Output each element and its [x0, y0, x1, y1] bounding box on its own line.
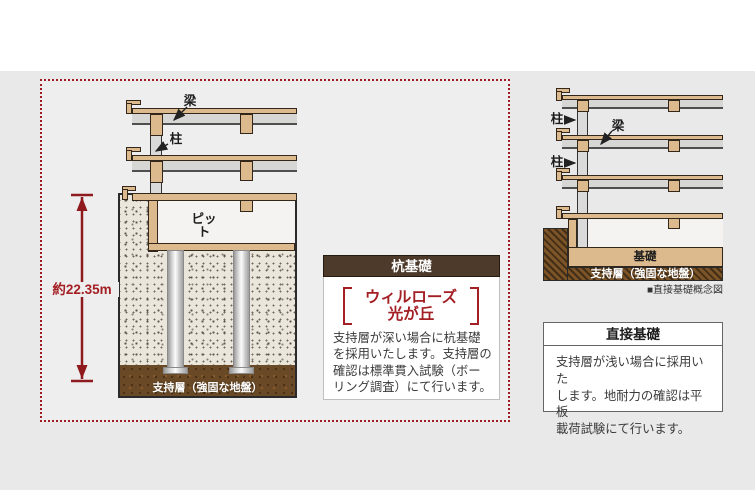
diagram-caption: ■直接基礎概念図: [646, 285, 723, 296]
beam-stub: [150, 114, 163, 136]
brand-name-block: ウィルローズ 光が丘: [343, 287, 479, 325]
floor-slab: [132, 108, 297, 114]
direct-foundation-description: 支持層が浅い場合に採用いた します。地耐力の確認は平板 載荷試験にて行います。: [556, 354, 714, 438]
beam-stub: [240, 161, 253, 181]
ground-hatch-block: [543, 228, 568, 281]
direct-foundation-box-title: 直接基礎: [544, 323, 722, 346]
pile-flange: [229, 367, 254, 374]
support-layer-label: 支持層（強固な地盤）: [152, 382, 263, 394]
description-line: を採用いたします。支持層の: [333, 347, 492, 362]
slab-parapet-hook: [126, 150, 132, 161]
brand-name: ウィルローズ 光が丘: [353, 289, 469, 323]
pillar-label: 柱: [550, 155, 564, 169]
floor-slab: [562, 95, 723, 100]
slab-parapet-hook: [556, 209, 562, 219]
beam-stub: [577, 140, 589, 152]
floor-slab-depth: [562, 180, 723, 189]
slab-parapet-hook: [556, 206, 570, 211]
slab-parapet-hook: [556, 131, 562, 141]
slab-parapet-hook: [126, 147, 141, 152]
ground-section: 支持層（強固な地盤）: [118, 193, 297, 398]
foundation-wall: [568, 219, 577, 248]
beam-stub: [668, 218, 680, 229]
beam-stub: [668, 140, 680, 152]
bearing-stratum: [567, 267, 723, 281]
slab-parapet-hook: [556, 88, 570, 93]
pit-cavity: [157, 200, 295, 243]
description-line: 確認は標準貫入試験（ボー: [333, 363, 481, 378]
pile: [167, 250, 184, 373]
direct-foundation-box: 直接基礎 支持層が浅い場合に採用いた します。地耐力の確認は平板 載荷試験にて行…: [543, 322, 723, 436]
slab-parapet-hook: [556, 171, 562, 181]
description-line: します。地耐力の確認は平板: [556, 388, 703, 420]
pile-foundation-box-title: 杭基礎: [323, 255, 500, 277]
floor-slab: [132, 155, 297, 161]
floor-slab-depth: [562, 100, 723, 109]
slab-parapet-hook: [126, 100, 141, 105]
pit-label: ピット: [191, 212, 217, 239]
description-line: 支持層が浅い場合に採用いた: [556, 355, 704, 386]
floor-slab-depth: [132, 114, 297, 125]
description-line: 支持層が深い場合に杭基礎: [333, 331, 481, 345]
foundation-slab: [568, 247, 723, 267]
foundation-label: 基礎: [633, 251, 657, 263]
beam-stub: [668, 100, 680, 112]
basement-cavity: [576, 219, 723, 247]
beam-stub: [577, 100, 589, 112]
brand-name-line2: 光が丘: [387, 306, 435, 323]
beam-stub: [150, 161, 163, 183]
pit-floor: [148, 243, 295, 251]
beam-stub: [577, 180, 589, 192]
beam-label: 梁: [611, 119, 625, 133]
brand-name-line1: ウィルローズ: [364, 289, 458, 306]
pile-foundation-box: 杭基礎 ウィルローズ 光が丘 支持層が深い場合に杭基礎 を採用いたします。支持層…: [323, 255, 500, 400]
left-bracket-decoration: [343, 287, 352, 325]
beam-label: 梁: [183, 94, 197, 108]
floor-slab-depth: [562, 140, 723, 149]
beam-stub: [668, 180, 680, 192]
pile: [233, 250, 250, 373]
slab-parapet-hook: [556, 91, 562, 101]
pile-foundation-description: 支持層が深い場合に杭基礎 を採用いたします。支持層の 確認は標準貫入試験（ボー …: [333, 330, 493, 396]
depth-measurement-label: 約22.35m: [45, 282, 119, 297]
bearing-stratum: [120, 365, 295, 396]
slab-parapet-hook: [122, 189, 128, 200]
beam-stub: [240, 114, 253, 134]
pillar-label: 柱: [550, 112, 564, 126]
slab-parapet-hook: [556, 168, 570, 173]
floor-slab-depth: [132, 161, 297, 172]
pillar-label: 柱: [169, 132, 183, 146]
slab-parapet-hook: [126, 103, 132, 114]
ground-floor-slab: [132, 193, 297, 201]
description-line: 載荷試験にて行います。: [556, 422, 691, 437]
slab-parapet-hook: [556, 128, 570, 133]
slab-parapet-hook: [122, 186, 136, 191]
floor-slab: [562, 135, 723, 140]
right-bracket-decoration: [470, 287, 479, 325]
beam-stub: [240, 200, 253, 212]
description-line: リング調査）にて行います。: [333, 380, 492, 395]
floor-slab: [562, 175, 723, 180]
support-layer-label: 支持層（強固な地盤）: [590, 268, 701, 280]
floor-slab: [562, 213, 723, 219]
pile-flange: [163, 367, 188, 374]
